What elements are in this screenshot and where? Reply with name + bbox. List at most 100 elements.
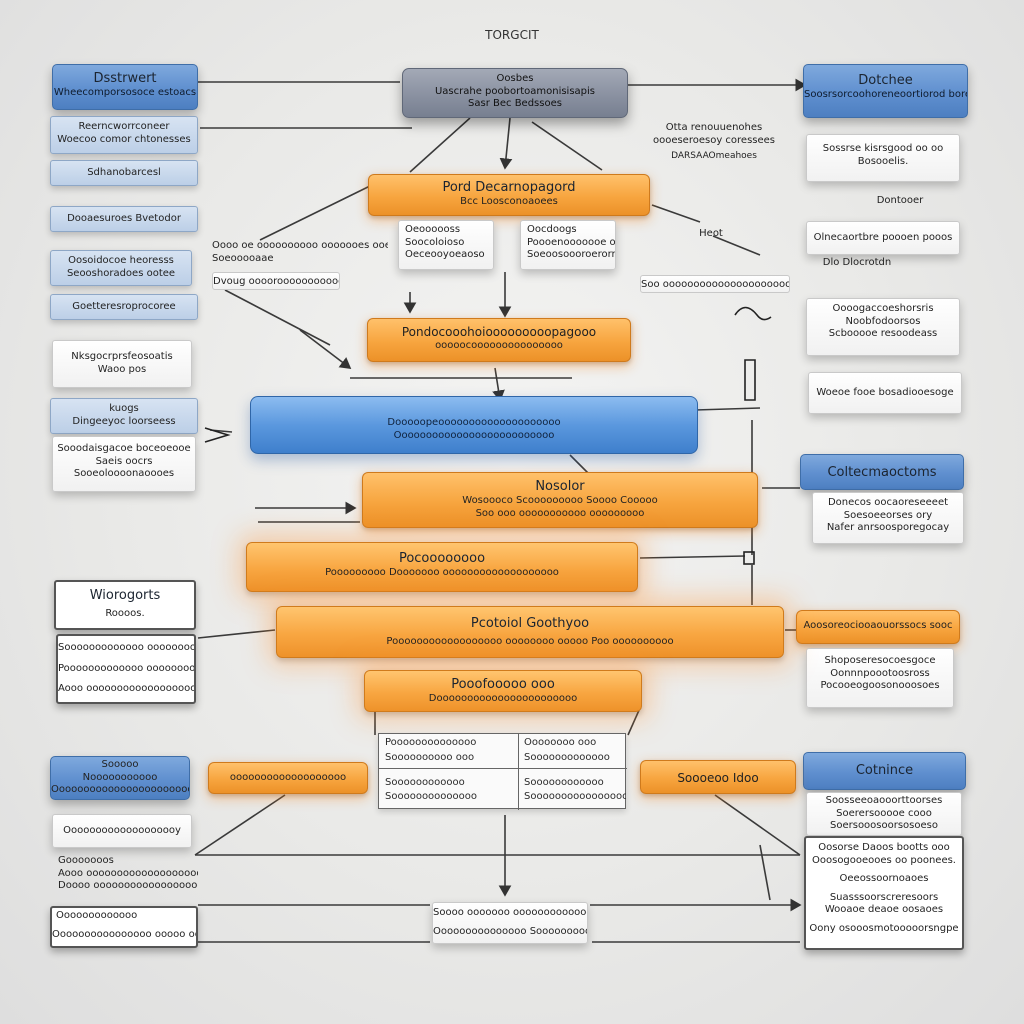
right-node-1[interactable]: Sossrse kisrsgood oo oo Bosooelis. [806,134,960,182]
center-group-1[interactable]: Oeoooooss Soocoloioso Oeceooyoeaoso [398,220,494,270]
left-node-1-line: Reerncworrconeer [78,121,170,132]
center-orange-node-6[interactable]: Pooofooooo ooo Dooooooooooooooooooooooo [364,670,642,712]
left-node-4-line: Seooshoradoes ootee [66,267,176,279]
left-node-8-line: Sooeoloooonaoooes [73,468,175,479]
left-node-7-line: kuogs [109,403,139,414]
left-node-4[interactable]: Oosoidocoe heoresss Seooshoradoes ootee [50,250,192,286]
center-orange-node-3[interactable]: Nosolor Wosoooco Scooooooooo Soooo Coooo… [362,472,758,528]
center-left-tag-label: ooooooooooooooooooo [229,772,347,783]
right-bottom-line: Ooosogooeooes oo poonees. [812,854,956,866]
table-cell: Oooooooo ooo [524,737,597,748]
center-orange-node-6-sub: Dooooooooooooooooooooooo [428,693,578,705]
bottom-center-node[interactable]: Soooo ooooooo ooooooooooooo Oooooooooooo… [432,902,588,944]
right-node-4[interactable]: Woeoe fooe bosadiooesoge [808,372,962,414]
right-orange-list-line: Oonnnpoootoosross [830,667,930,679]
top-center-line: Uascrahe poobortoamonisisapis [434,85,596,97]
center-group-2-line: Oocdoogs [527,224,577,235]
right-bottom-line: Soerersooooe cooo [836,807,932,819]
left-node-2[interactable]: Sdhanobarcesl [50,160,198,186]
center-left-tag[interactable]: ooooooooooooooooooo [208,762,368,794]
left-lower-head[interactable]: Wiorogorts Roooos. [54,580,196,630]
left-lower-list-line: Sooooooooooooo ooooooooo [58,642,194,653]
top-center-node[interactable]: Oosbes Uascrahe poobortoamonisisapis Sas… [402,68,628,118]
center-orange-node-2-sub: ooooocooooooooooooooo [435,340,563,351]
left-lower-sub-label: Ooooooooooooooooooy [63,825,181,836]
center-note-right: Heot [699,228,723,239]
center-blue-node[interactable]: Dooooopeoooooooooooooooooooo Ooooooooooo… [250,396,698,454]
center-orange-node-4[interactable]: Pocoooooooo Pooooooooo Dooooooo oooooooo… [246,542,638,592]
right-head-node[interactable]: Dotchee Soosrsorcoohoreneoortiorod bores [803,64,968,118]
right-node-3[interactable]: Oooogaccoeshorsris Noobfodoorsos Scboooo… [806,298,960,356]
right-bottom-list-2[interactable]: Oosorse Daoos bootts ooo Ooosogooeooes o… [804,836,964,950]
left-lower-blue-line: Ooooooooooooooooooooooooooo [51,784,189,795]
left-head-node[interactable]: Dsstrwert Wheecomporsosoce estoacs [52,64,198,110]
left-lower-blue-line: Sooooo [101,759,139,770]
right-node-3-line: Oooogaccoeshorsris [832,303,934,314]
right-orange-node[interactable]: Aoosoreociooaouorssocs sooc [796,610,960,644]
left-lower-sub[interactable]: Ooooooooooooooooooy [52,814,192,848]
right-bottom-line: Oeeossoornoaoes [839,873,929,884]
center-group-1-line: Soocoloioso [405,236,465,248]
right-note-line: oooeseroesoy coressees [652,134,776,146]
left-head-sub: Wheecomporsosoce estoacs [53,87,197,99]
left-node-3[interactable]: Dooaesuroes Bvetodor [50,206,198,232]
center-orange-node-1-title: Pord Decarnopagord [442,180,576,195]
left-lower-list[interactable]: Sooooooooooooo ooooooooo Pooooooooooooo … [56,634,196,704]
center-table: Poooooooooooooo Oooooooo ooo Soooooooooo… [378,733,627,810]
left-node-1[interactable]: Reerncworrconeer Woecoo comor chtonesses [50,116,198,154]
center-orange-node-3-sub: Soo ooo ooooooooooo ooooooooo [475,507,645,519]
center-note-left-2: Dvoug ooooroooooooooooooes [212,272,340,290]
right-node-2-label: Olnecaortbre poooen pooos [813,232,953,243]
right-bottom-list-1[interactable]: Soosseeoaooorttoorses Soerersooooe cooo … [806,792,962,836]
center-orange-node-3-title: Nosolor [535,479,585,494]
left-lower-bottom-line: Oooooooooooooooo ooooo ooo [52,928,196,940]
center-orange-node-2-title: Pondocooohoiooooooooopagooo [401,325,597,339]
collections-title: Coltecmaoctoms [827,465,937,480]
center-orange-node-1[interactable]: Pord Decarnopagord Bcc Loosconoaoees [368,174,650,216]
center-orange-node-5[interactable]: Pcotoiol Goothyoo Poooooooooooooooooo oo… [276,606,784,658]
right-label-1: Dontooer [876,195,924,206]
table-cell: Soooooooooooo [524,777,604,788]
center-group-2-line: Poooenooooooe ooe [527,236,615,248]
right-bottom-line: Oosorse Daoos bootts ooo [818,842,950,853]
collections-line: Soesoeeorses ory [843,509,933,521]
center-orange-node-5-title: Pcotoiol Goothyoo [470,616,590,631]
left-node-6-line: Nksgocrprsfeosoatis [71,351,173,362]
right-bottom-title: Cotnince [855,763,914,778]
right-bottom-head-node[interactable]: Cotnince [803,752,966,790]
collections-line: Donecos oocaoreseeeet [827,497,949,508]
right-node-2[interactable]: Olnecaortbre poooen pooos [806,221,960,255]
left-node-7[interactable]: kuogs Dingeeyoc loorseess [50,398,198,434]
left-lower-bottom-line: Ooooooooooooo [56,910,138,921]
left-node-6[interactable]: Nksgocrprsfeosoatis Waoo pos [52,340,192,388]
left-node-1-line: Woecoo comor chtonesses [57,133,191,145]
left-lower-head-title: Wiorogorts [89,588,161,603]
center-note-left: Oooo oe oooooooooo ooooooes ooeoooooe So… [212,240,388,264]
center-orange-node-4-sub: Pooooooooo Dooooooo ooooooooooooooooooo [325,567,559,579]
collections-head-node[interactable]: Coltecmaoctoms [800,454,964,490]
right-node-1-line: Sossrse kisrsgood oo oo [822,143,944,154]
left-node-6-line: Waoo pos [97,363,147,375]
left-lower-list-line: Pooooooooooooo oooooooooo [58,662,194,674]
right-label-2: Dlo Dlocrotdn [822,257,892,268]
left-node-8[interactable]: Sooodaisgacoe boceoeooe Saeis oocrs Sooe… [52,436,196,492]
table-cell: Soooooooooooooooo [524,791,626,802]
center-right-tag[interactable]: Soooeoo Idoo [640,760,796,794]
left-lower-bottom[interactable]: Ooooooooooooo Oooooooooooooooo ooooo ooo [50,906,198,948]
right-bottom-line: Soosseeoaooorttoorses [825,795,943,806]
table-cell: Poooooooooooooo [385,737,477,748]
left-lower-blue[interactable]: Sooooo Nooooooooooo Oooooooooooooooooooo… [50,756,190,800]
left-node-8-line: Saeis oocrs [95,455,153,467]
left-node-2-label: Sdhanobarcesl [87,167,161,178]
table-cell: Sooooooooooooo [524,752,610,763]
collections-node[interactable]: Donecos oocaoreseeeet Soesoeeorses ory N… [812,492,964,544]
center-orange-node-2[interactable]: Pondocooohoiooooooooopagooo ooooocoooooo… [367,318,631,362]
left-node-4-line: Oosoidocoe heoresss [68,255,174,266]
right-node-3-line: Scbooooe resoodeass [828,328,938,339]
center-group-2[interactable]: Oocdoogs Poooenooooooe ooe Soeoosoooroer… [520,220,616,270]
center-blue-line: Oooooooooooooooooooooooooo [393,429,555,441]
left-node-5[interactable]: Goetteresroprocoree [50,294,198,320]
bottom-center-line: Ooooooooooooooo Soooooooooo [433,925,587,937]
right-orange-list[interactable]: Shoposeresocoesgoce Oonnnpoootoosross Po… [806,648,954,708]
